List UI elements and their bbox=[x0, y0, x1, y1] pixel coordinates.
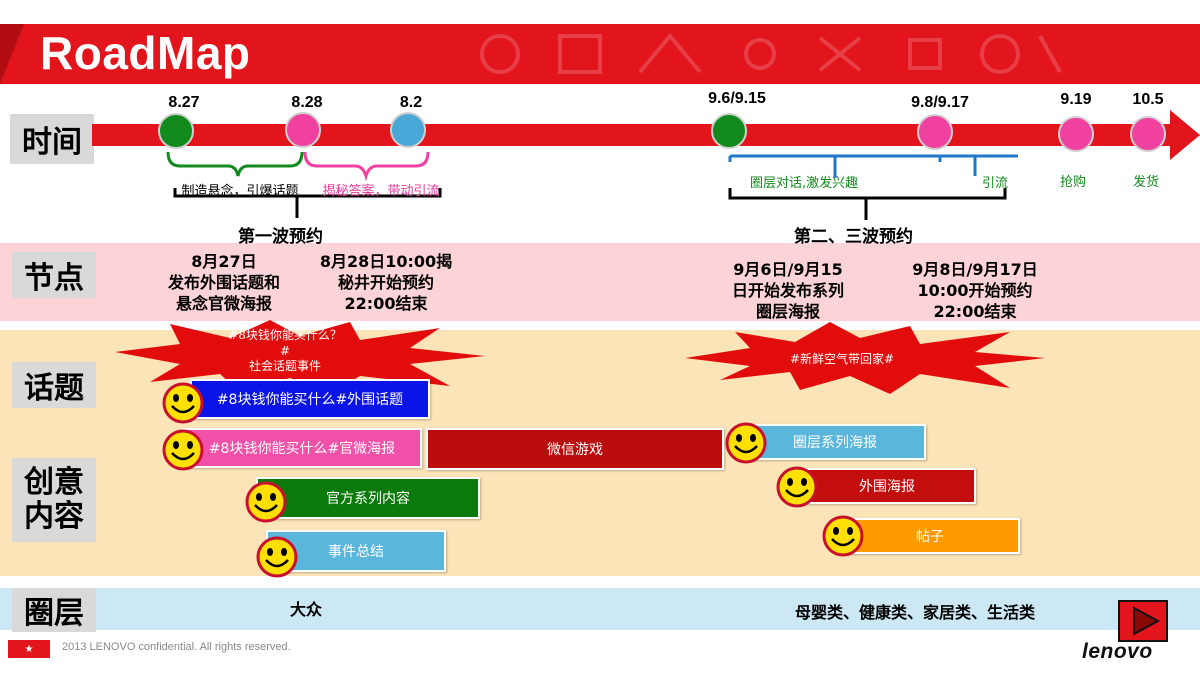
node-1-line: 发布外围话题和 bbox=[167, 272, 281, 292]
header-pattern bbox=[480, 32, 1062, 74]
phase-note-dialogue: 圈层对话,激发兴趣 bbox=[750, 176, 859, 191]
china-flag-icon: ★ bbox=[8, 640, 50, 658]
row-label-nodes: 节点 bbox=[12, 252, 96, 298]
phase-note-rush: 抢购 bbox=[1060, 175, 1087, 190]
burst-1-line: # bbox=[279, 343, 291, 358]
date-label-5: 9.8/9.17 bbox=[911, 94, 969, 111]
smiley-icon bbox=[776, 466, 818, 508]
phase-note-traffic: 引流 bbox=[982, 176, 1009, 191]
node-4-line: 10:00开始预约 bbox=[917, 280, 1033, 300]
bracket-wave2 bbox=[728, 188, 1007, 220]
node-2-line: 8月28日10:00揭 bbox=[319, 252, 453, 271]
brace-pink bbox=[303, 151, 430, 182]
circle-text-categories: 母婴类、健康类、家居类、生活类 bbox=[795, 603, 1036, 622]
node-text-4: 9月8日/9月17日 10:00开始预约 22:00结束 bbox=[912, 260, 1038, 322]
node-3-line: 9月6日/9月15 bbox=[733, 260, 843, 279]
milestone-dot-2 bbox=[285, 112, 321, 148]
page-title: RoadMap bbox=[40, 27, 251, 79]
topic-burst-2-text: #新鲜空气带回家# bbox=[790, 352, 895, 366]
bracket-wave1 bbox=[173, 188, 442, 218]
milestone-dot-7 bbox=[1130, 116, 1166, 152]
row-label-creative-line1: 创意 bbox=[24, 464, 84, 500]
milestone-dot-3 bbox=[390, 112, 426, 148]
node-3-line: 圈层海报 bbox=[755, 301, 821, 321]
node-2-line: 秘井开始预约 bbox=[337, 272, 434, 292]
timeline-graphic bbox=[92, 110, 1200, 220]
wave1-label: 第一波预约 bbox=[238, 227, 323, 247]
row-label-time: 时间 bbox=[10, 114, 94, 164]
smiley-icon bbox=[162, 382, 204, 424]
burst-1-line: #8块钱你能买什么？ bbox=[228, 328, 342, 342]
milestone-dot-5 bbox=[917, 114, 953, 150]
date-label-4: 9.6/9.15 bbox=[708, 90, 766, 107]
smiley-icon bbox=[725, 422, 767, 464]
node-text-1: 8月27日 发布外围话题和 悬念官微海报 bbox=[168, 252, 280, 314]
node-text-3: 9月6日/9月15 日开始发布系列 圈层海报 bbox=[732, 260, 844, 322]
row-label-circle: 圈层 bbox=[12, 588, 96, 632]
node-4-line: 22:00结束 bbox=[933, 301, 1017, 321]
smiley-icon bbox=[162, 429, 204, 471]
date-label-7: 10.5 bbox=[1132, 91, 1164, 108]
smiley-icon bbox=[245, 481, 287, 523]
bracket-blue bbox=[728, 154, 1018, 178]
smiley-icon bbox=[256, 536, 298, 578]
timeline-arrow bbox=[92, 110, 1200, 160]
nodes-band bbox=[0, 243, 1200, 321]
footer-copyright: 2013 LENOVO confidential. All rights res… bbox=[62, 641, 291, 653]
node-text-2: 8月28日10:00揭 秘井开始预约 22:00结束 bbox=[320, 252, 452, 314]
date-label-1: 8.27 bbox=[168, 94, 200, 111]
burst-1-line: 社会话题事件 bbox=[248, 359, 321, 374]
content-bar-outer-poster: 外围海报 bbox=[798, 468, 976, 504]
circle-text-mass: 大众 bbox=[290, 600, 323, 619]
milestone-dot-4 bbox=[711, 113, 747, 149]
date-label-3: 8.2 bbox=[399, 94, 423, 111]
milestone-dot-1 bbox=[158, 113, 194, 149]
brace-green bbox=[166, 151, 304, 177]
topic-burst-1 bbox=[115, 320, 485, 394]
topic-burst-2 bbox=[685, 322, 1045, 394]
content-bar-weibo-poster: #8块钱你能买什么#官微海报 bbox=[182, 428, 422, 468]
date-label-2: 8.28 bbox=[291, 94, 323, 111]
header-fold bbox=[0, 24, 24, 84]
node-3-line: 日开始发布系列 bbox=[731, 280, 845, 300]
content-bar-official-series: 官方系列内容 bbox=[256, 477, 480, 519]
content-bar-posts: 帖子 bbox=[840, 518, 1020, 554]
milestone-dot-6 bbox=[1058, 116, 1094, 152]
content-bar-outer-topic: #8块钱你能买什么#外围话题 bbox=[190, 379, 430, 419]
date-label-6: 9.19 bbox=[1060, 91, 1092, 108]
phase-note-ship: 发货 bbox=[1133, 175, 1160, 190]
node-2-line: 22:00结束 bbox=[344, 293, 428, 313]
topic-burst-1-text: #8块钱你能买什么？ # 社会话题事件 bbox=[200, 328, 370, 375]
node-1-line: 8月27日 bbox=[191, 252, 257, 271]
circle-band bbox=[0, 588, 1200, 630]
lenovo-logo: lenovo bbox=[1082, 640, 1153, 663]
play-logo-icon bbox=[1118, 600, 1168, 642]
smiley-icon bbox=[822, 515, 864, 557]
row-label-creative-line2: 内容 bbox=[24, 499, 84, 534]
content-bar-wechat-game: 微信游戏 bbox=[426, 428, 724, 470]
header-bar bbox=[0, 24, 1200, 84]
phase-note-reveal: 揭秘答案，带动引流 bbox=[322, 184, 440, 199]
content-bar-circle-poster: 圈层系列海报 bbox=[744, 424, 926, 460]
phase-note-suspense: 制造悬念，引爆话题 bbox=[181, 184, 299, 199]
node-4-line: 9月8日/9月17日 bbox=[912, 260, 1038, 279]
node-1-line: 悬念官微海报 bbox=[175, 293, 273, 313]
row-label-creative: 创意内容 bbox=[12, 458, 96, 542]
row-label-topic: 话题 bbox=[12, 362, 96, 408]
wave2-label: 第二、三波预约 bbox=[794, 227, 913, 247]
